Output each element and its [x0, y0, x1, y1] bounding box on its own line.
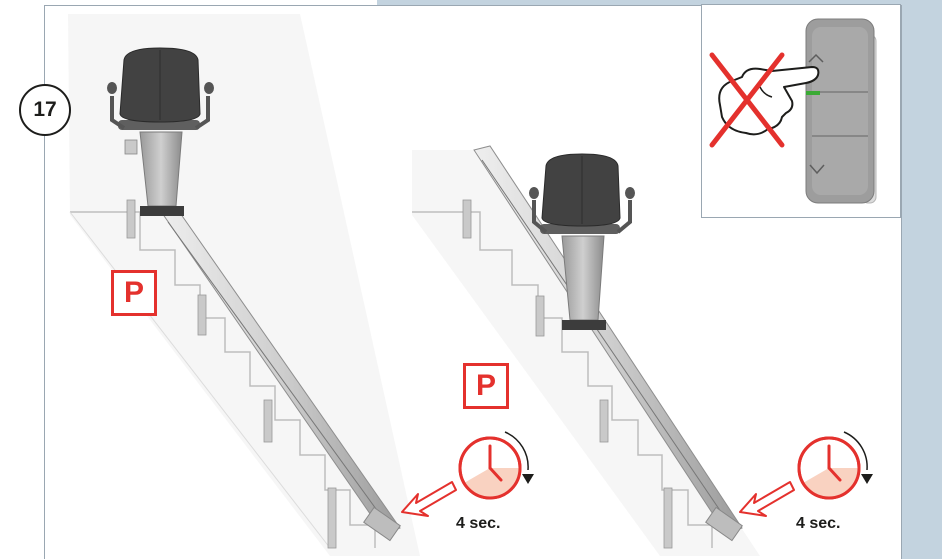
parking-sign-right: P [463, 363, 509, 409]
remote-inset [701, 4, 901, 218]
hollow-arrow-icon [740, 482, 794, 516]
parking-sign-left: P [111, 270, 157, 316]
step-number-badge: 17 [19, 84, 71, 136]
crossed-hand-icon [712, 55, 818, 145]
timer-label-right: 4 sec. [796, 515, 840, 533]
timer-label-left: 4 sec. [456, 515, 500, 533]
clock-timer-icon [799, 432, 873, 498]
hollow-arrow-icon [402, 482, 456, 516]
clock-timer-icon [460, 432, 534, 498]
remote-control-icon [702, 5, 902, 219]
